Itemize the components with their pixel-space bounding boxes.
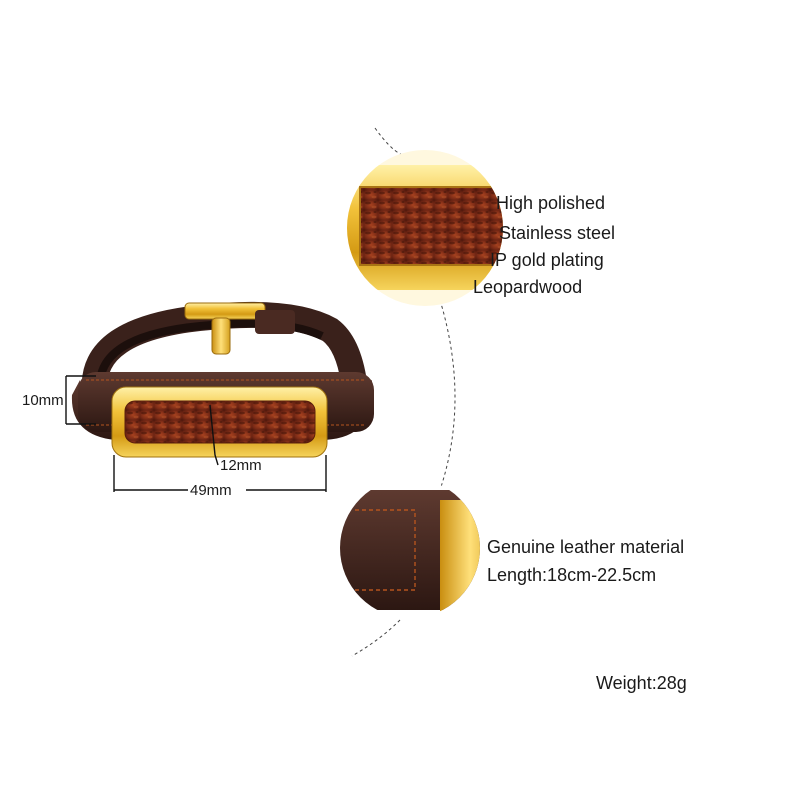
dashed-arc-bottom [351,619,401,657]
strap-callout-line1: Genuine leather material [487,537,685,557]
plate-detail-circle [347,150,503,306]
plate-callout-line2: Stainless steel [499,223,616,243]
length-dimension-label: 49mm [190,482,232,499]
strap-callout-line2: Length:18cm-22.5cm [487,565,657,585]
inlay-dimension-label: 12mm [220,457,262,474]
plate-callout-line4: Leopardwood [473,277,583,297]
wood-inlay [124,400,316,444]
buckle [184,302,295,355]
plate-callout-line1: High polished [496,193,606,213]
bracelet [65,301,374,492]
dashed-arc-main [439,299,456,491]
leather-detail-circle [340,478,480,618]
plate-callout-line3: IP gold plating [490,250,604,270]
weight-label: Weight:28g [596,673,687,693]
height-dimension-label: 10mm [22,392,64,409]
